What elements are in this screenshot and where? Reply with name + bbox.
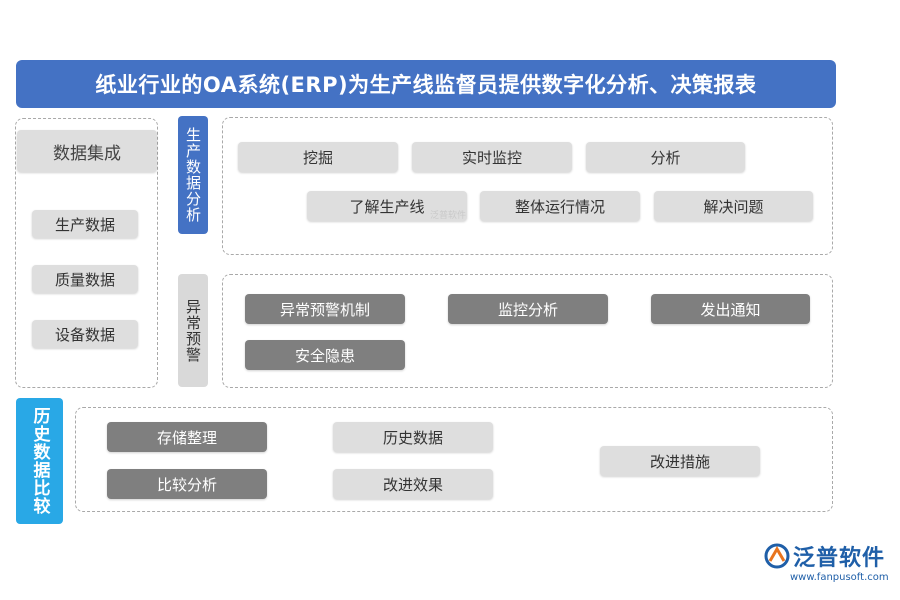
node-send-notice: 发出通知	[651, 294, 810, 324]
node-compare-analysis: 比较分析	[107, 469, 267, 499]
history-compare-label-text: 历史数据比较	[29, 407, 50, 515]
node-safety-hazard: 安全隐患	[245, 340, 405, 370]
production-analysis-panel	[222, 117, 833, 255]
production-analysis-label: 生产数据分析	[178, 116, 208, 234]
logo-icon	[764, 543, 790, 569]
node-history-data: 历史数据	[333, 422, 493, 452]
node-analysis: 分析	[586, 142, 745, 172]
logo-name: 泛普软件	[793, 546, 886, 571]
node-improve-measures: 改进措施	[600, 446, 760, 476]
node-improve-effect: 改进效果	[333, 469, 493, 499]
node-warning-mechanism: 异常预警机制	[245, 294, 405, 324]
node-mining: 挖掘	[238, 142, 398, 172]
node-monitor-analysis: 监控分析	[448, 294, 608, 324]
anomaly-warning-label: 异常预警	[178, 274, 208, 387]
node-understand-line: 了解生产线	[307, 191, 467, 221]
production-analysis-label-text: 生产数据分析	[184, 127, 202, 223]
anomaly-warning-panel	[222, 274, 833, 388]
node-storage: 存储整理	[107, 422, 267, 452]
node-realtime-monitoring: 实时监控	[412, 142, 572, 172]
anomaly-warning-label-text: 异常预警	[184, 298, 202, 363]
data-integration-panel	[15, 118, 158, 388]
node-solve-problems: 解决问题	[654, 191, 813, 221]
brand-logo: 泛普软件 www.fanpusoft.com	[764, 540, 890, 588]
data-integration-header: 数据集成	[17, 130, 157, 172]
item-equipment-data: 设备数据	[32, 320, 138, 348]
history-compare-label: 历史数据比较	[16, 398, 63, 524]
logo-url: www.fanpusoft.com	[790, 572, 889, 583]
node-overall-status: 整体运行情况	[480, 191, 640, 221]
page-title: 纸业行业的OA系统(ERP)为生产线监督员提供数字化分析、决策报表	[16, 60, 836, 108]
watermark: 泛普软件	[430, 211, 467, 221]
history-compare-panel	[75, 407, 833, 512]
item-quality-data: 质量数据	[32, 265, 138, 293]
item-production-data: 生产数据	[32, 210, 138, 238]
